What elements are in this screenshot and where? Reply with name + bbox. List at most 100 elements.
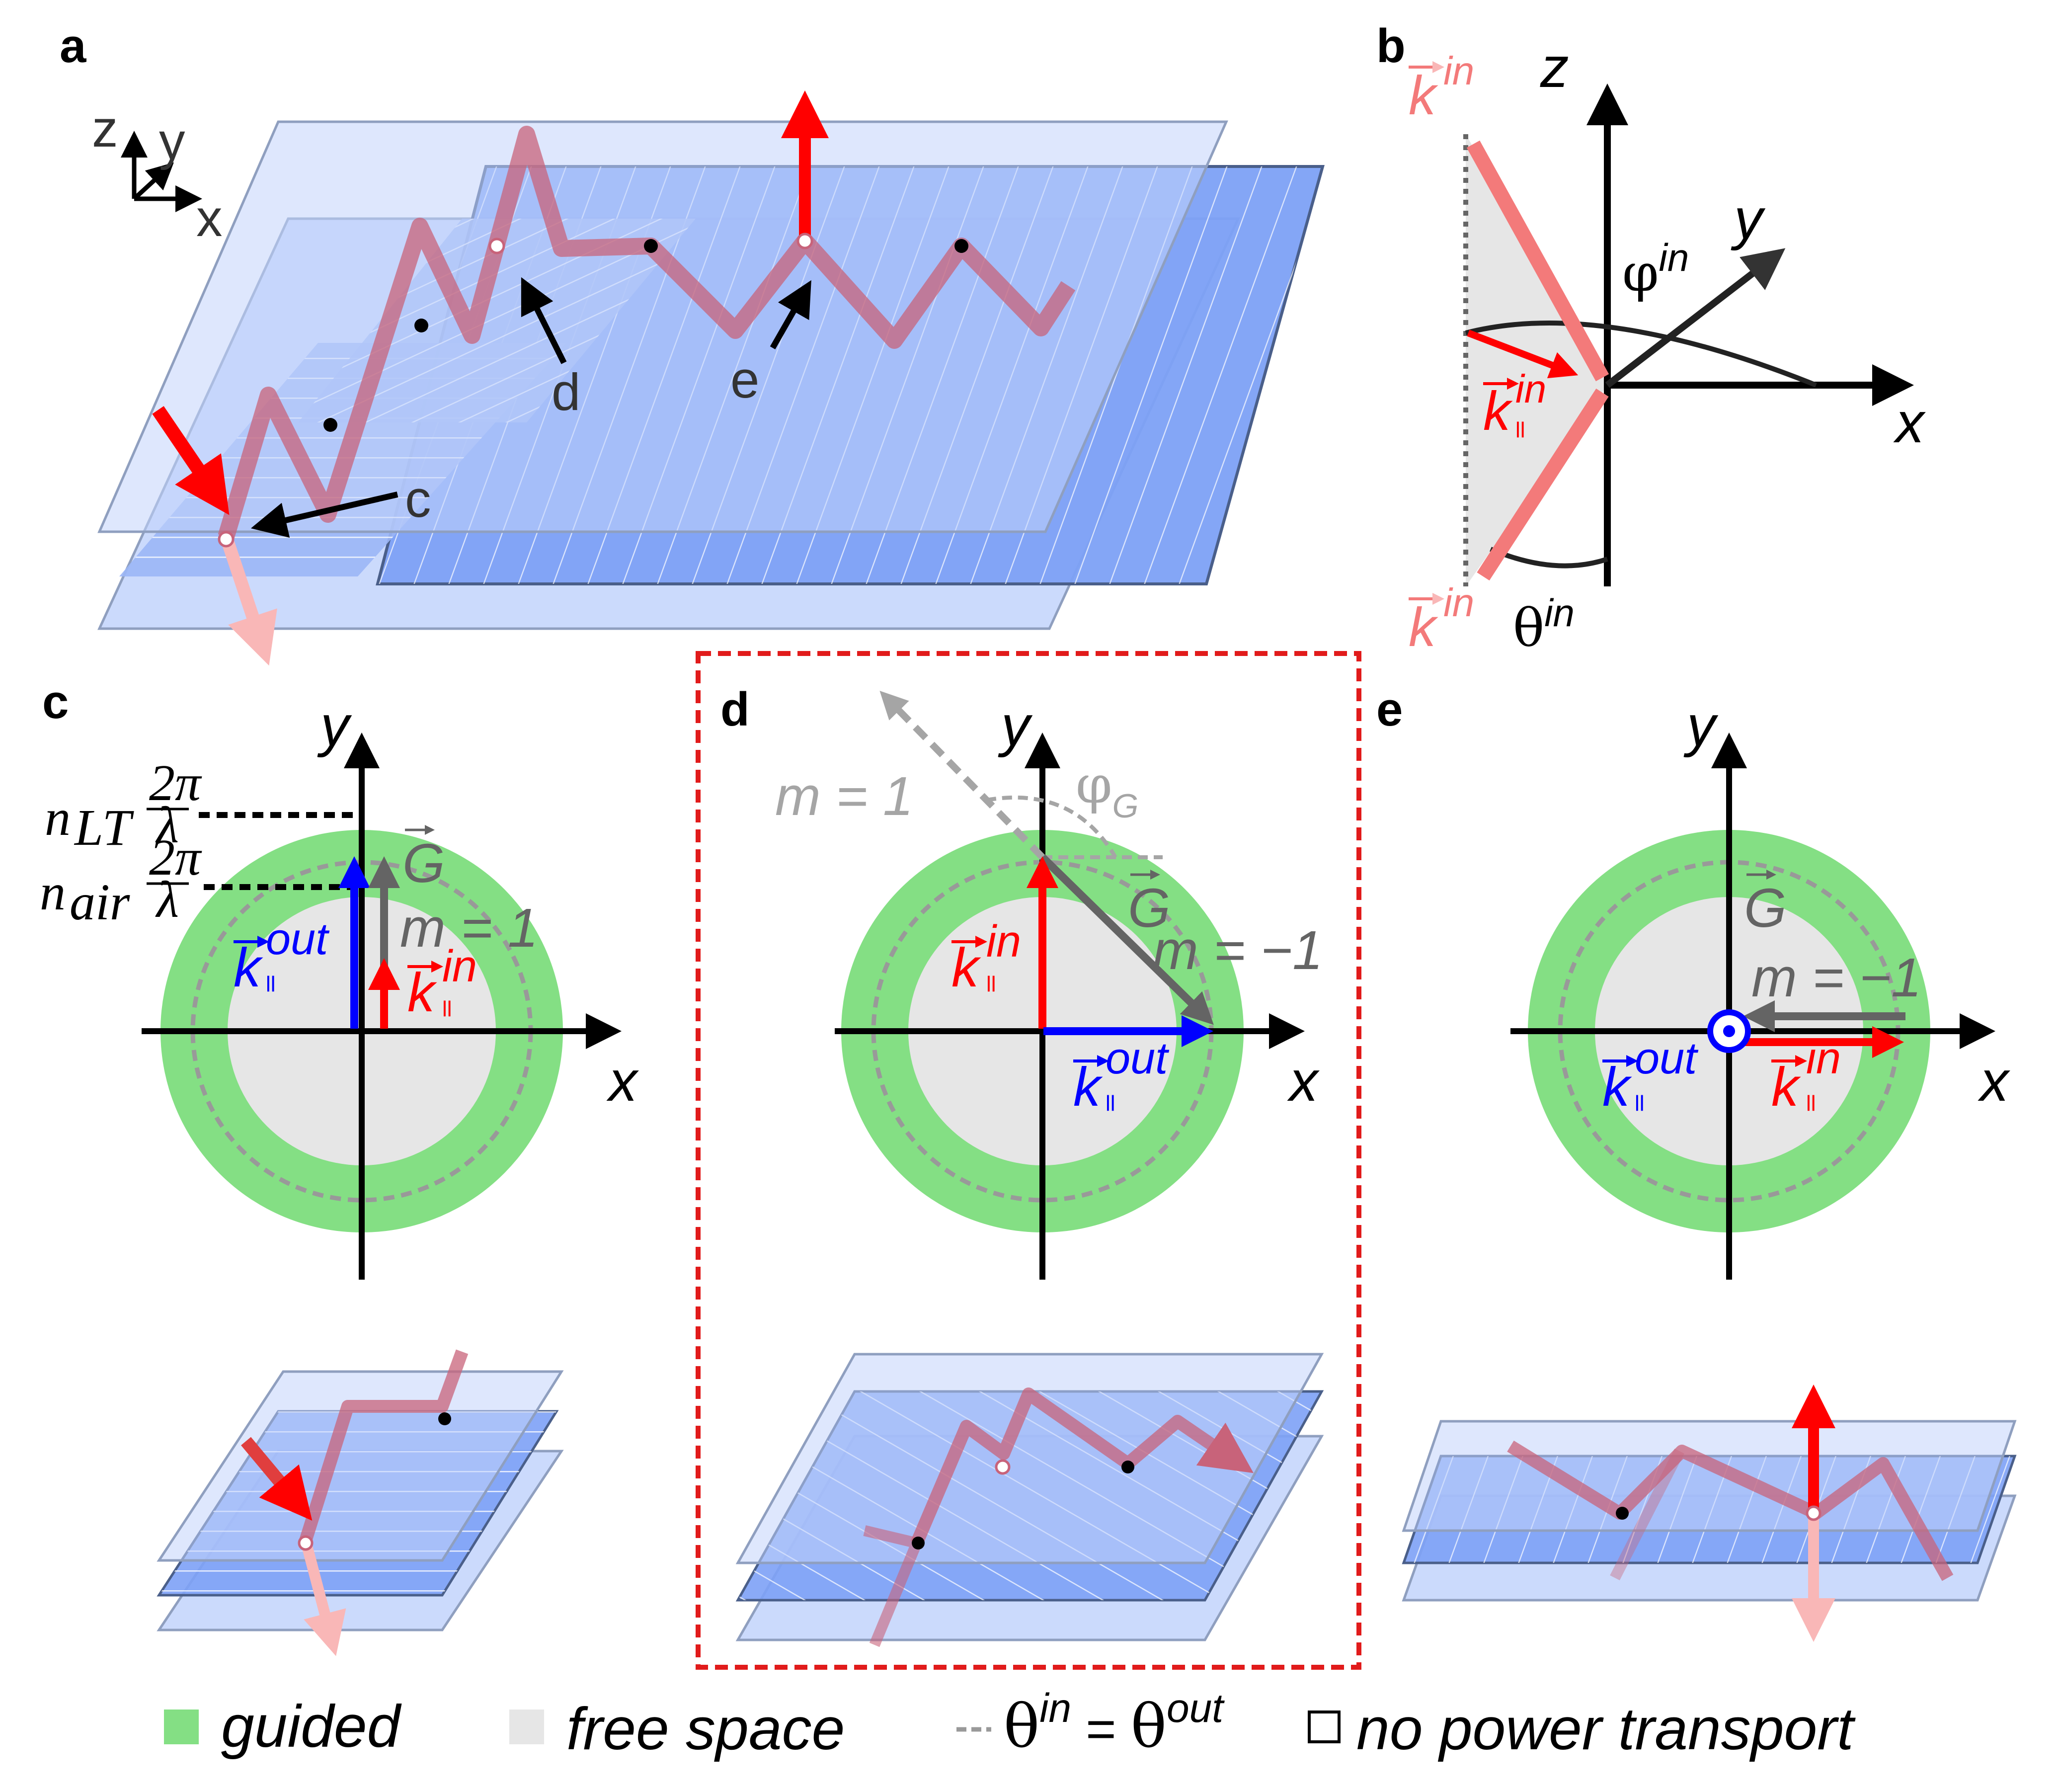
svg-text:λ: λ — [155, 797, 179, 854]
svg-text:in: in — [1443, 49, 1474, 93]
panel-letter-a: a — [60, 19, 86, 73]
callout-label-c: c — [405, 470, 431, 528]
incident-beam-a — [152, 406, 230, 515]
svg-text:2π: 2π — [149, 829, 202, 886]
legend-swatch-no-power — [1308, 1711, 1341, 1743]
panel-letter-e: e — [1376, 683, 1403, 736]
y-axis-b — [1605, 248, 1786, 388]
svg-text:out: out — [1635, 1034, 1699, 1083]
svg-text:k: k — [234, 937, 263, 998]
svg-text:k: k — [407, 962, 437, 1023]
legend: guided free space θin = θout no power tr… — [164, 1686, 1856, 1762]
axis-label-y: y — [159, 112, 185, 170]
svg-text:G: G — [1744, 878, 1787, 939]
svg-text:G: G — [402, 833, 445, 894]
svg-text:k: k — [951, 937, 981, 998]
svg-text:in: in — [1806, 1034, 1841, 1083]
axis-label-y-e: y — [1683, 694, 1719, 758]
phi-symbol-b: φin — [1622, 236, 1689, 303]
panel-letter-b: b — [1376, 19, 1406, 73]
scatter-point-d — [488, 238, 505, 254]
svg-text:k: k — [1602, 1057, 1632, 1118]
scatter-point-c — [218, 531, 235, 548]
axis-label-y-c: y — [317, 694, 352, 758]
legend-label-equal-angle: θin = θout — [1004, 1686, 1225, 1761]
k-parallel-b — [1467, 329, 1579, 379]
reflection-point — [414, 319, 428, 332]
reflection-point — [954, 239, 968, 253]
k-in-label-d: k in ll — [951, 917, 1021, 998]
m-neg-label-d: m = −1 — [1153, 920, 1323, 981]
svg-text:2π: 2π — [149, 754, 202, 812]
panel-letter-c: c — [42, 675, 69, 729]
highlight-box-d — [696, 651, 1361, 1670]
svg-text:in: in — [442, 942, 477, 991]
svg-text:k: k — [1073, 1057, 1103, 1118]
theta-symbol-b: θin — [1513, 591, 1575, 658]
svg-text:n: n — [45, 789, 71, 846]
legend-label-free-space: free space — [566, 1696, 845, 1762]
theta-arc — [1490, 547, 1608, 569]
legend-swatch-guided — [164, 1710, 199, 1744]
light-path-zigzag — [218, 126, 1076, 539]
svg-text:G: G — [1128, 878, 1171, 939]
axis-label-x-d: x — [1287, 1050, 1320, 1113]
svg-text:k: k — [1771, 1057, 1801, 1118]
svg-text:k: k — [1409, 597, 1438, 658]
k-in-label-bottom: k in — [1409, 580, 1474, 658]
axis-label-x: x — [196, 189, 223, 247]
panel-letter-d: d — [720, 683, 750, 736]
phi-G-arc — [986, 795, 1117, 859]
panel-e: e x y G m = −1 k out ll k in ll — [1376, 683, 2017, 1642]
svg-text:ll: ll — [1635, 1091, 1645, 1116]
axis-label-x-c: x — [606, 1050, 639, 1113]
slab-top — [97, 120, 1228, 533]
svg-text:in: in — [1443, 580, 1474, 625]
m-label-c: m = 1 — [400, 897, 538, 959]
svg-text:n: n — [40, 864, 66, 921]
axis-label-z: z — [92, 100, 118, 158]
panel-a: a z y x c — [60, 19, 1325, 666]
panel-b: b z x y φin θin k in k in ll — [1376, 19, 1926, 658]
k-out-label-e: k out ll — [1602, 1034, 1699, 1118]
reflected-beam-b — [1477, 388, 1609, 581]
callout-arrow-e — [770, 280, 811, 349]
G-m-neg1-vector-d — [1039, 854, 1214, 1025]
svg-text:ll: ll — [266, 972, 276, 996]
m-pos-label-d: m = 1 — [775, 766, 913, 827]
k-in-label-e: k in ll — [1771, 1034, 1841, 1118]
svg-text:in: in — [986, 917, 1021, 967]
svg-text:out: out — [266, 914, 330, 964]
G-label-e: G — [1744, 870, 1787, 939]
phi-G-label: φG — [1076, 754, 1138, 825]
k-in-label-top: k in — [1409, 49, 1474, 126]
n-lt-label: n LT 2π λ — [45, 754, 202, 856]
G-m1-dashed-arrow — [879, 690, 1045, 860]
legend-label-guided: guided — [221, 1693, 402, 1760]
svg-text:k: k — [1409, 65, 1438, 126]
panel-c: c x y n LT 2π λ n air 2π λ G — [40, 675, 639, 1656]
svg-text:k: k — [1483, 381, 1513, 442]
callout-arrow-c — [250, 491, 398, 538]
scatter-point-e — [796, 233, 813, 249]
axis-label-y-d: y — [998, 694, 1033, 758]
reflection-point — [644, 239, 658, 253]
svg-text:ll: ll — [1106, 1091, 1115, 1116]
svg-text:air: air — [70, 874, 130, 931]
callout-label-d: d — [552, 363, 580, 421]
svg-text:λ: λ — [155, 871, 179, 928]
m-label-e: m = −1 — [1751, 947, 1921, 1008]
mini-sketch-d — [735, 1353, 1324, 1647]
k-in-label-c: k in ll — [407, 942, 477, 1023]
axis-label-x-e: x — [1978, 1050, 2010, 1113]
svg-text:ll: ll — [986, 972, 996, 996]
axes-triad-a: z y x — [92, 100, 223, 247]
legend-label-no-power: no power transport — [1356, 1696, 1856, 1762]
svg-text:LT: LT — [74, 799, 134, 856]
k-out-label-d: k out ll — [1073, 1034, 1170, 1118]
svg-text:ll: ll — [1806, 1091, 1816, 1116]
svg-text:ll: ll — [442, 997, 452, 1021]
panel-d: d x y m = 1 φG G m = −1 k in ll k out — [696, 651, 1361, 1670]
axis-label-z-b: z — [1540, 36, 1569, 99]
